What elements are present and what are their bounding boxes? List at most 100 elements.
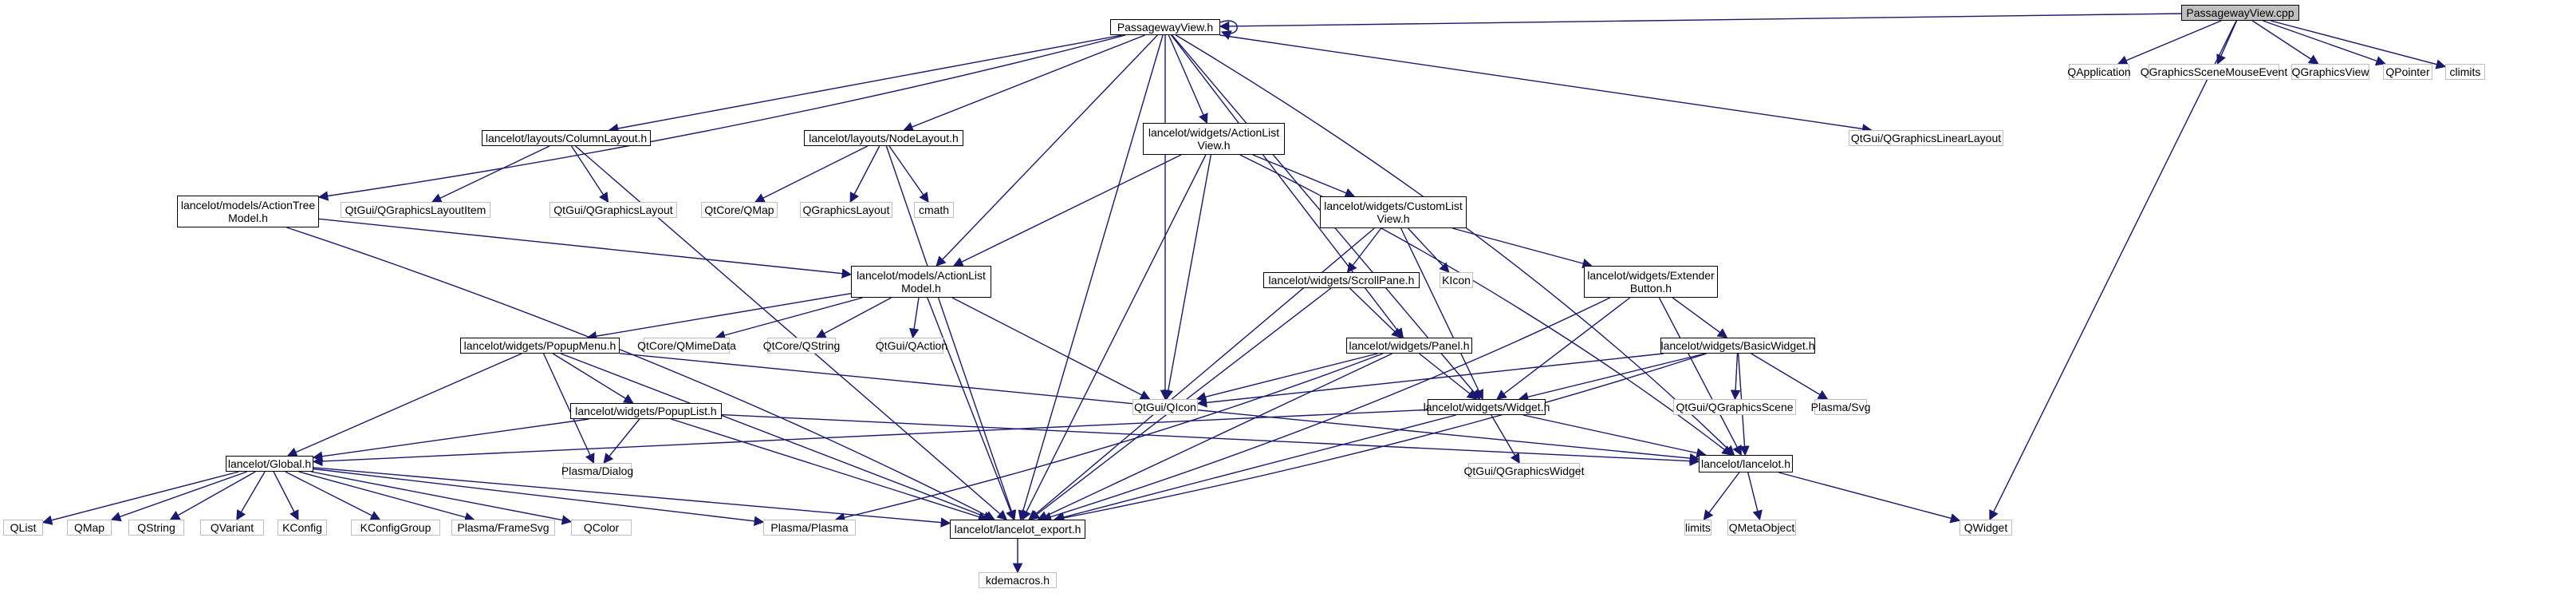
edge-alview-to-lancelot	[1239, 154, 1732, 456]
graph-node-kdemacros: kdemacros.h	[979, 572, 1057, 588]
graph-node-qglitem: QtGui/QGraphicsLayoutItem	[341, 202, 490, 218]
graph-node-qlist: QList	[3, 520, 43, 536]
edge-basicw-to-psvg	[1751, 353, 1829, 400]
edge-nodelay-to-export	[885, 145, 1017, 521]
graph-node-atmodel[interactable]: lancelot/models/ActionTree Model.h	[177, 196, 319, 227]
graph-node-cpp[interactable]: PassagewayView.cpp	[2181, 5, 2299, 21]
graph-node-lancelot[interactable]: lancelot/lancelot.h	[1699, 455, 1793, 472]
graph-node-qstring: QString	[128, 520, 184, 536]
graph-node-qwidget: QWidget	[1960, 520, 2012, 536]
graph-node-scroll[interactable]: lancelot/widgets/ScrollPane.h	[1263, 272, 1420, 288]
edge-pvh-to-collay	[608, 34, 1123, 134]
graph-node-climits: climits	[2445, 64, 2485, 80]
edge-global-to-qmap2	[110, 471, 247, 522]
edge-widget-to-lancelot	[1522, 414, 1707, 458]
graph-node-qgsme: QGraphicsSceneMouseEvent	[2140, 64, 2288, 80]
edge-clview-to-extbtn	[1452, 227, 1593, 269]
edge-lancelot-to-limits	[1703, 472, 1740, 521]
edge-nodelay-to-cmath	[888, 145, 929, 204]
edge-widget-to-qgwidget	[1491, 414, 1520, 465]
edge-clview-to-scroll	[1346, 227, 1382, 274]
edge-panel-to-qicon	[1195, 353, 1378, 402]
edge-nodelay-to-qglay	[849, 145, 880, 204]
edge-poplist-to-global	[312, 418, 589, 461]
graph-node-global[interactable]: lancelot/Global.h	[226, 456, 313, 472]
edge-global-to-pplasma	[313, 468, 765, 527]
graph-node-qglay: QGraphicsLayout	[800, 202, 892, 218]
edge-pvh-to-atmodel	[317, 34, 1126, 201]
graph-node-qgwidget: QtGui/QGraphicsWidget	[1463, 463, 1585, 479]
graph-node-alview[interactable]: lancelot/widgets/ActionList View.h	[1143, 123, 1285, 155]
edge-extbtn-to-widget	[1496, 297, 1631, 400]
graph-node-pvh[interactable]: PassagewayView.h	[1110, 19, 1220, 35]
edge-lancelot-to-qmeta	[1747, 472, 1763, 521]
edge-scroll-to-panel	[1349, 287, 1402, 338]
edge-collay-to-export	[575, 145, 1008, 520]
edge-global-to-qvariant	[236, 471, 266, 521]
graph-node-pplasma: Plasma/Plasma	[763, 520, 856, 536]
edge-widget-to-global	[312, 409, 1428, 467]
graph-node-almodel[interactable]: lancelot/models/ActionList Model.h	[851, 266, 991, 298]
graph-node-qgscene: QtGui/QGraphicsScene	[1673, 399, 1796, 415]
edge-cpp-to-qptr	[2263, 20, 2386, 66]
graph-node-qptr: QPointer	[2383, 64, 2432, 80]
graph-node-pdialog: Plasma/Dialog	[561, 463, 634, 479]
edge-lancelot-to-qwidget	[1778, 472, 1961, 524]
graph-node-collay[interactable]: lancelot/layouts/ColumnLayout.h	[482, 130, 651, 146]
edge-atmodel-to-export	[286, 227, 996, 520]
graph-node-psvg: Plasma/Svg	[1810, 399, 1871, 415]
edge-alview-to-almodel	[952, 154, 1182, 267]
edge-alview-to-clview	[1252, 154, 1356, 198]
graph-node-qglinlay: QtGui/QGraphicsLinearLayout	[1849, 130, 2003, 146]
edge-almodel-to-export	[927, 297, 1016, 521]
edge-collay-to-qtqglay	[570, 145, 609, 204]
graph-node-kconfig: KConfig	[278, 520, 327, 536]
graph-node-qmap2: QMap	[67, 520, 112, 536]
graph-node-poplist[interactable]: lancelot/widgets/PopupList.h	[570, 403, 722, 419]
edge-popmenu-to-pdialog	[542, 353, 595, 465]
edge-atmodel-to-almodel	[318, 218, 853, 279]
edge-extbtn-to-basicw	[1672, 297, 1728, 338]
graph-node-qcolor: QColor	[571, 520, 632, 536]
edge-poplist-to-export	[671, 418, 989, 522]
graph-node-qapp: QApplication	[2067, 64, 2131, 80]
edge-basicw-to-export	[1054, 353, 1707, 524]
graph-node-export[interactable]: lancelot/lancelot_export.h	[950, 520, 1085, 539]
edge-almodel-to-popmenu	[586, 293, 852, 342]
edge-basicw-to-qgscene	[1730, 353, 1741, 401]
graph-node-nodelay[interactable]: lancelot/layouts/NodeLayout.h	[804, 130, 963, 146]
edge-pvh-to-alview	[1168, 34, 1208, 125]
graph-node-basicw[interactable]: lancelot/widgets/BasicWidget.h	[1660, 338, 1815, 354]
graph-node-widget[interactable]: lancelot/widgets/Widget.h	[1423, 399, 1550, 415]
graph-node-qicon: QtGui/QIcon	[1132, 399, 1198, 415]
edge-popmenu-to-poplist	[552, 353, 634, 404]
graph-node-extbtn[interactable]: lancelot/widgets/Extender Button.h	[1584, 266, 1718, 298]
edge-clview-to-kicon	[1408, 227, 1450, 273]
graph-node-qmap: QtCore/QMap	[701, 202, 778, 218]
edge-global-to-kcg	[285, 471, 381, 520]
edge-cpp-to-qapp	[2117, 20, 2222, 65]
graph-node-panel[interactable]: lancelot/widgets/Panel.h	[1346, 338, 1472, 354]
graph-node-qact: QtGui/QAction	[875, 338, 948, 354]
graph-node-qstr2: QtCore/QString	[762, 338, 841, 354]
edge-extbtn-to-export	[1041, 297, 1611, 522]
graph-node-qtqglay: QtGui/QGraphicsLayout	[549, 202, 677, 218]
graph-node-qmeta: QMetaObject	[1727, 520, 1796, 536]
edge-global-to-kconfig	[273, 471, 299, 521]
graph-node-kcg: KConfigGroup	[351, 520, 440, 536]
edge-pvh-to-lancelot	[1175, 34, 1735, 456]
graph-node-qmime: QtCore/QMimeData	[637, 338, 736, 354]
edge-almodel-to-qmime	[715, 297, 863, 341]
edge-global-to-qcolor	[310, 471, 573, 525]
edge-pvh-to-almodel	[935, 34, 1158, 267]
edge-cpp-to-qgv	[2251, 20, 2319, 65]
graph-node-clview[interactable]: lancelot/widgets/CustomList View.h	[1320, 196, 1467, 228]
edge-alview-to-qicon	[1163, 154, 1212, 401]
edge-pvh-to-pvh	[1219, 20, 1238, 40]
edge-global-to-qstring	[169, 471, 256, 520]
graph-node-popmenu[interactable]: lancelot/widgets/PopupMenu.h	[460, 338, 620, 354]
edge-panel-to-export	[1037, 353, 1392, 520]
edge-extbtn-to-lancelot	[1658, 297, 1742, 457]
graph-node-qgv: QGraphicsView	[2291, 64, 2369, 80]
